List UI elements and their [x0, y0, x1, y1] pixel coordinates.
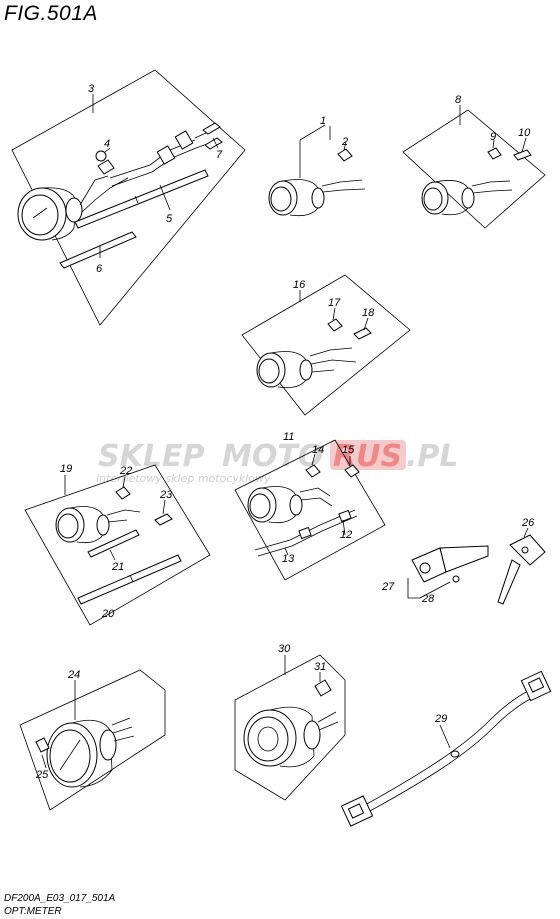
part-27-switch [411, 545, 489, 583]
callout-17: 17 [328, 297, 341, 309]
kit-8-outline [402, 109, 546, 229]
callout-5: 5 [166, 213, 173, 225]
callout-31: 31 [314, 661, 326, 673]
callout-12: 12 [340, 529, 352, 541]
callout-11: 11 [283, 431, 294, 443]
callout-13: 13 [282, 553, 295, 565]
watermark-brand-b: MOTO [222, 439, 323, 474]
kit-30-outline [234, 654, 346, 801]
kit-11-outline [234, 439, 386, 581]
kit-16-outline [241, 274, 411, 416]
callout-19: 19 [60, 463, 72, 475]
gauge-16 [256, 347, 357, 389]
kit-19-outline [24, 464, 211, 626]
callout-28: 28 [421, 593, 435, 605]
drawing-code: DF200A_E03_017_501A [4, 893, 116, 904]
drawing-caption: OPT:METER [4, 906, 62, 917]
callout-29: 29 [434, 713, 447, 725]
callout-14: 14 [312, 444, 324, 456]
gauge-11 [247, 486, 333, 524]
callout-15: 15 [342, 444, 355, 456]
watermark: SKLEP MOTO RUS .PL internetowy sklep mot… [96, 439, 459, 485]
callout-7: 7 [216, 149, 223, 161]
kit-3-outline [11, 69, 246, 326]
callout-3: 3 [88, 83, 95, 95]
callout-27: 27 [381, 581, 395, 593]
callout-30: 30 [278, 643, 291, 655]
gauge-1 [268, 179, 366, 217]
callout-22: 22 [119, 465, 132, 477]
gauge-24 [46, 717, 135, 788]
callout-16: 16 [293, 279, 306, 291]
callout-23: 23 [159, 489, 173, 501]
watermark-tagline: internetowy sklep motocyklowy [96, 472, 271, 485]
callout-21: 21 [111, 561, 124, 573]
callout-18: 18 [362, 307, 375, 319]
callout-10: 10 [518, 127, 531, 139]
callout-4: 4 [104, 138, 110, 150]
callout-labels: 1 2 3 4 5 6 7 8 9 10 11 12 13 14 15 16 1… [35, 83, 535, 781]
callout-6: 6 [96, 263, 103, 275]
callout-25: 25 [35, 769, 49, 781]
gauge-30 [243, 706, 339, 768]
watermark-brand-d: .PL [406, 439, 459, 474]
part-29-harness [340, 670, 552, 827]
callout-24: 24 [67, 669, 80, 681]
watermark-brand-a: SKLEP [98, 439, 204, 474]
gauge-3 [17, 175, 129, 241]
callout-26: 26 [521, 517, 535, 529]
gauge-19 [55, 506, 141, 544]
callout-8: 8 [455, 94, 462, 106]
watermark-badge [330, 440, 406, 470]
callout-9: 9 [490, 131, 496, 143]
part-26-switch [497, 534, 546, 605]
gauge-8 [421, 180, 513, 216]
kit-24-outline [19, 669, 166, 811]
callout-2: 2 [341, 136, 348, 148]
figure-title: FIG.501A [4, 2, 98, 25]
callout-20: 20 [101, 608, 115, 620]
callout-1: 1 [320, 115, 326, 127]
